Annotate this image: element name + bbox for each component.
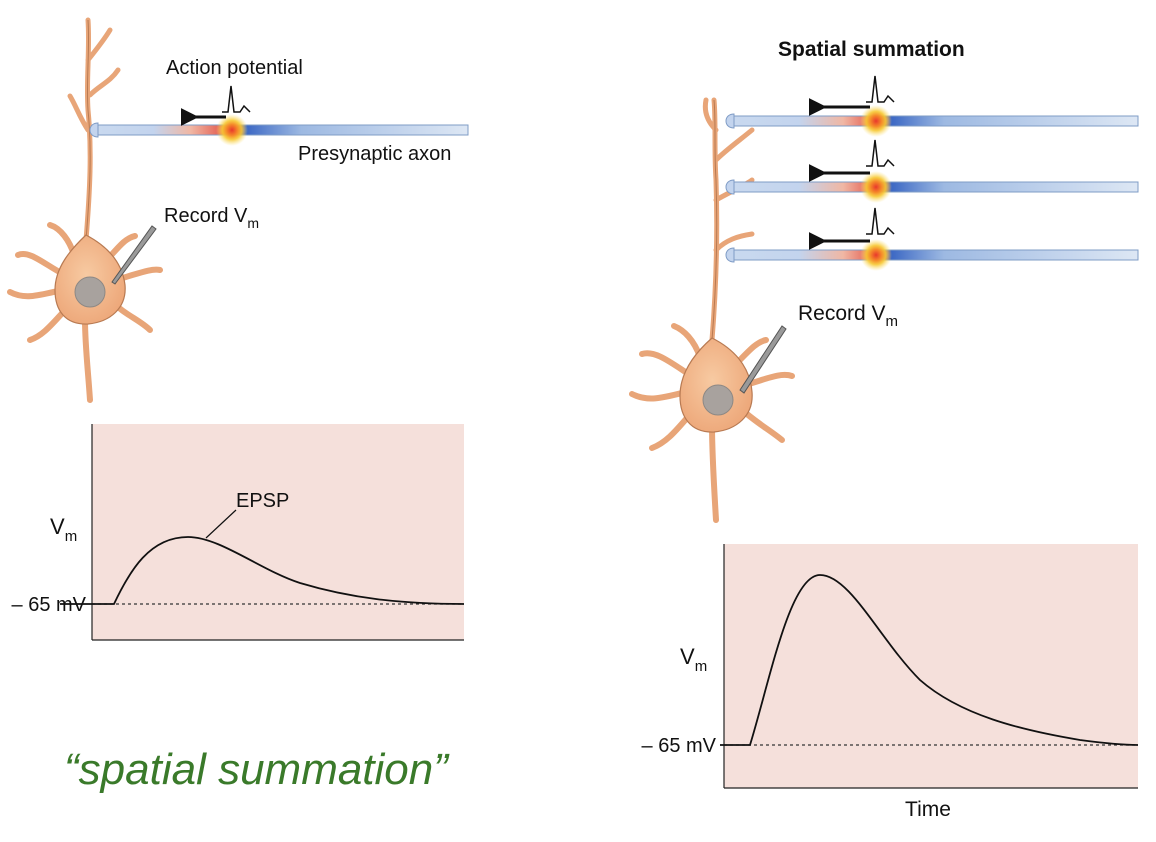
graph-background [92,424,464,640]
y-axis-label-subscript: m [65,528,78,545]
left-panel: Action potential Presynaptic axon Record… [7,17,469,794]
caption: “spatial summation” [64,745,450,794]
nucleus [74,276,106,308]
basal-dendrites [629,323,795,523]
epsp-leader-line [205,509,237,539]
record-label-subscript: m [886,313,899,330]
apical-dendrite [702,97,755,343]
postsynaptic-neuron-right [629,97,795,523]
epsp-graph-left: EPSP Vm – 65 mV [12,424,465,641]
basal-dendrites [7,222,163,403]
action-potential-icon [866,139,895,167]
record-label: Record Vm [798,302,898,330]
y-axis-label: Vm [50,514,77,545]
summed-epsp-trace [720,574,1139,746]
panel-title: Spatial summation [778,38,965,61]
presynaptic-axon-1 [725,75,1139,137]
nucleus [702,384,734,416]
spike-glow [860,239,892,271]
record-label-main: Record V [164,205,248,227]
right-panel: Spatial summation [629,38,1139,821]
record-label-subscript: m [247,215,259,231]
y-axis-label-main: V [680,644,695,669]
x-axis-label: Time [905,798,951,821]
recording-electrode [739,325,787,394]
y-axis-label-subscript: m [695,658,708,675]
record-label: Record Vm [164,205,259,231]
presynaptic-axon-3 [725,207,1139,271]
action-potential-label: Action potential [166,57,303,79]
baseline-label: – 65 mV [12,594,87,616]
postsynaptic-neuron-left [7,17,163,403]
y-axis-label: Vm [680,644,707,675]
action-potential-icon [866,207,895,235]
action-potential-icon [222,85,251,113]
y-axis-label-main: V [50,514,65,539]
presynaptic-axon-2 [725,139,1139,203]
record-label-main: Record V [798,302,886,325]
presynaptic-axon-left [89,85,469,146]
axon-label: Presynaptic axon [298,143,451,165]
baseline-label: – 65 mV [642,735,717,757]
recording-electrode [111,225,157,285]
spike-glow [216,114,248,146]
graph-background [724,544,1138,788]
summation-graph-right: Vm – 65 mV Time [642,544,1139,821]
epsp-label: EPSP [236,490,289,512]
action-potential-icon [866,75,895,103]
spike-glow [860,171,892,203]
epsp-trace [60,536,465,605]
spike-glow [860,105,892,137]
